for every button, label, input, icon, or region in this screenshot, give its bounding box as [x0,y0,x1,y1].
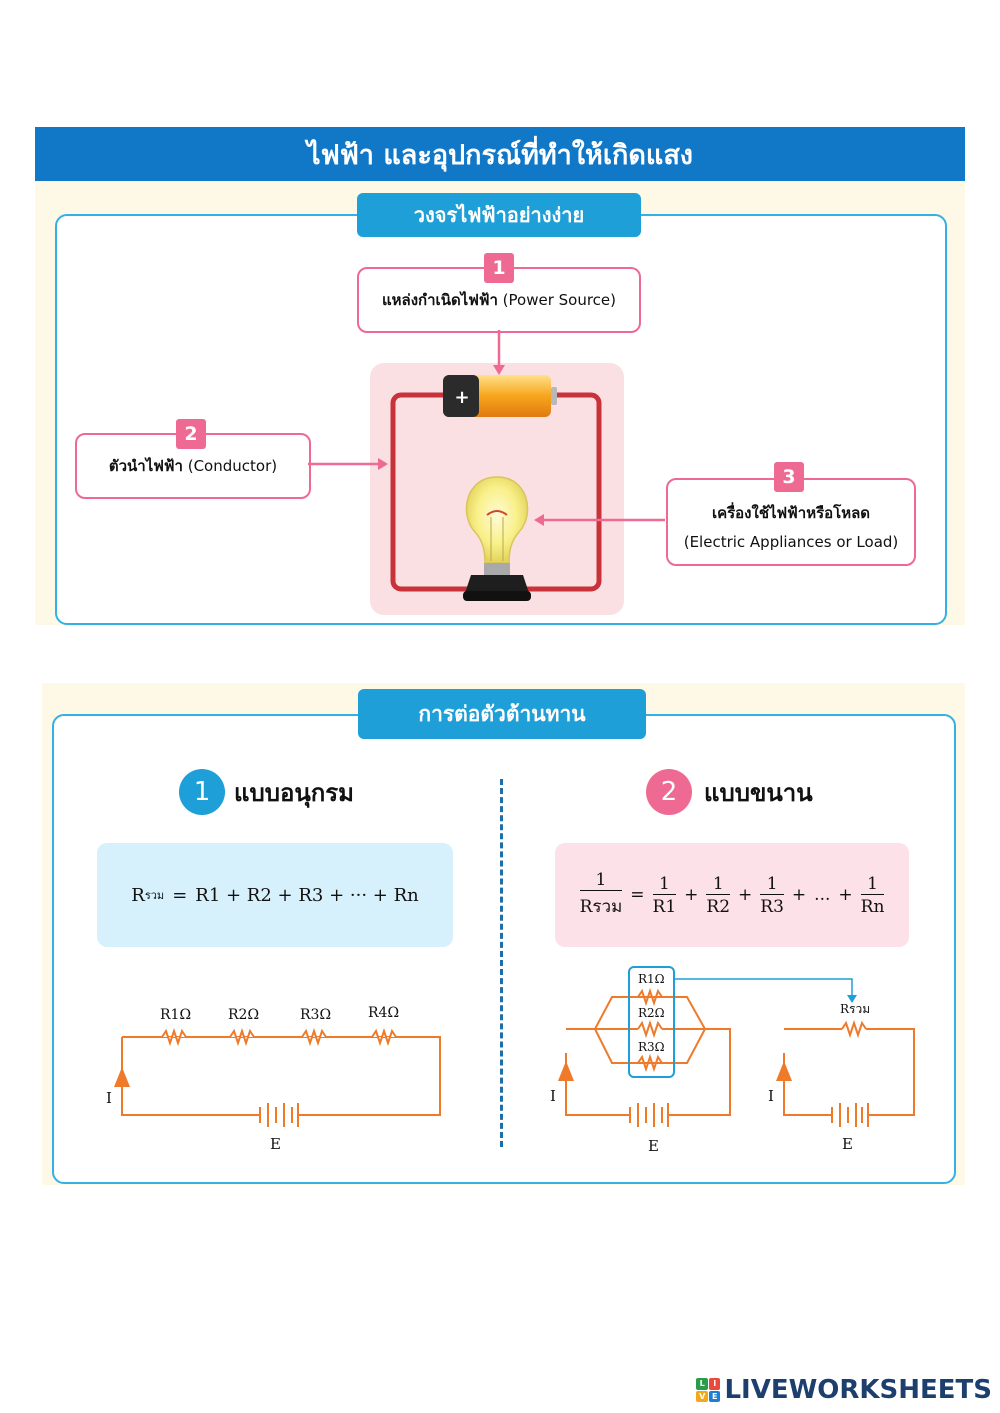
section-resistor-connection: การต่อตัวต้านทาน 1 แบบอนุกรม 2 แบบขนาน R… [42,683,965,1185]
logo-letter-e: E [708,1390,721,1402]
series-current-arrow [114,1067,130,1087]
series-emf-label: E [270,1135,281,1153]
parallel-lhs-den: Rรวม [579,890,623,920]
parallel-resistor-2 [637,1019,663,1039]
parallel-resistor-3 [637,1053,663,1073]
logo-letter-i: I [708,1378,721,1390]
parallel-lhs-num: 1 [595,870,607,890]
parallel-current-label: I [550,1087,556,1105]
liveworksheets-logo-icon: L I V E [696,1378,721,1402]
parallel-emf-label: E [648,1137,659,1155]
series-resistor-label-1: R1Ω [160,1007,191,1023]
equivalent-emf-label: E [842,1135,853,1153]
resistor-circuits: R1Ω R2Ω R3Ω R4Ω I E R [106,966,915,1155]
series-resistor-label-3: R3Ω [300,1007,331,1023]
parallel-number-circle: 2 [646,769,692,815]
equivalent-circuit-diagram [783,1019,915,1127]
pointer-arrows [308,330,665,526]
series-formula-sub: รวม [144,889,165,902]
parallel-ellipsis: ... [814,885,831,905]
equivalent-arrow-line [674,978,853,997]
parallel-formula-box: 1 Rรวม = 1 R1 + 1 R2 + 1 R3 + ... + 1 [555,843,909,947]
parallel-term4-den: Rn [860,893,885,917]
parallel-term2-num: 1 [712,873,724,894]
series-number-circle: 1 [179,769,225,815]
parallel-circuit-diagram [565,987,731,1127]
series-formula-box: R รวม = R1 + R2 + R3 + ··· + Rn [97,843,453,947]
section-simple-circuit: ไฟฟ้า และอุปกรณ์ที่ทำให้เกิดแสง วงจรไฟฟ้… [35,127,965,625]
simple-circuit-illustration: + [308,330,665,615]
parallel-resistor-label-3: R3Ω [638,1040,665,1054]
series-formula-eq: = [172,884,188,906]
parallel-term4-num: 1 [867,873,878,894]
parallel-term3-num: 1 [766,873,778,894]
item-number-badge-1: 1 [484,253,514,283]
equivalent-resistor-label: Rรวม [840,1002,870,1016]
parallel-term1-num: 1 [658,873,670,894]
section-divider [500,779,503,1147]
battery-plus-symbol: + [454,387,469,408]
parallel-resistor-1 [637,987,663,1007]
page-header-title: ไฟฟ้า และอุปกรณ์ที่ทำให้เกิดแสง [35,127,965,181]
equivalent-resistor [841,1019,867,1039]
parallel-highlight-box [628,966,675,1078]
load-label-en: (Electric Appliances or Load) [683,533,899,551]
liveworksheets-brand: L I V E LIVEWORKSHEETS [696,1375,992,1405]
parallel-current-arrow [558,1061,574,1081]
load-label-box: เครื่องใช้ไฟฟ้าหรือโหลด (Electric Applia… [666,478,916,566]
liveworksheets-wordmark: LIVEWORKSHEETS [724,1375,992,1405]
section-subtitle-resistor: การต่อตัวต้านทาน [358,689,646,739]
power-source-label-th: แหล่งกำเนิดไฟฟ้า [381,291,498,309]
logo-letter-v: V [696,1390,708,1402]
series-resistor-1 [161,1027,187,1047]
battery-icon: + [443,375,557,417]
conductor-label-en: (Conductor) [187,457,278,475]
series-title: แบบอนุกรม [234,779,354,807]
parallel-term3-den: R3 [760,893,784,917]
series-resistor-3 [301,1027,327,1047]
parallel-term1-den: R1 [652,893,677,917]
parallel-term2-den: R2 [706,893,731,917]
item-number-badge-2: 2 [176,419,206,449]
series-current-label: I [106,1089,112,1107]
series-resistor-label-4: R4Ω [368,1005,399,1021]
equivalent-arrow-head [847,995,857,1003]
parallel-title: แบบขนาน [704,779,813,807]
series-circuit-diagram [121,1027,441,1127]
logo-letter-l: L [696,1378,708,1390]
conductor-label-th: ตัวนำไฟฟ้า [108,457,183,475]
equivalent-current-label: I [768,1087,774,1105]
series-resistor-4 [371,1027,397,1047]
section-subtitle: วงจรไฟฟ้าอย่างง่าย [357,193,641,237]
series-resistor-label-2: R2Ω [228,1007,259,1023]
series-resistor-2 [229,1027,255,1047]
load-label-th: เครื่องใช้ไฟฟ้าหรือโหลด [711,504,871,522]
series-formula-rhs: R1 + R2 + R3 + ··· + Rn [195,884,419,906]
parallel-resistor-label-1: R1Ω [638,972,665,986]
light-bulb-icon [463,476,531,601]
parallel-resistor-label-2: R2Ω [638,1006,665,1020]
equivalent-current-arrow [776,1061,792,1081]
series-formula-r: R [131,884,145,906]
conductor-label-box: ตัวนำไฟฟ้า (Conductor) [75,433,311,499]
item-number-badge-3: 3 [774,462,804,492]
power-source-label-en: (Power Source) [502,291,617,309]
